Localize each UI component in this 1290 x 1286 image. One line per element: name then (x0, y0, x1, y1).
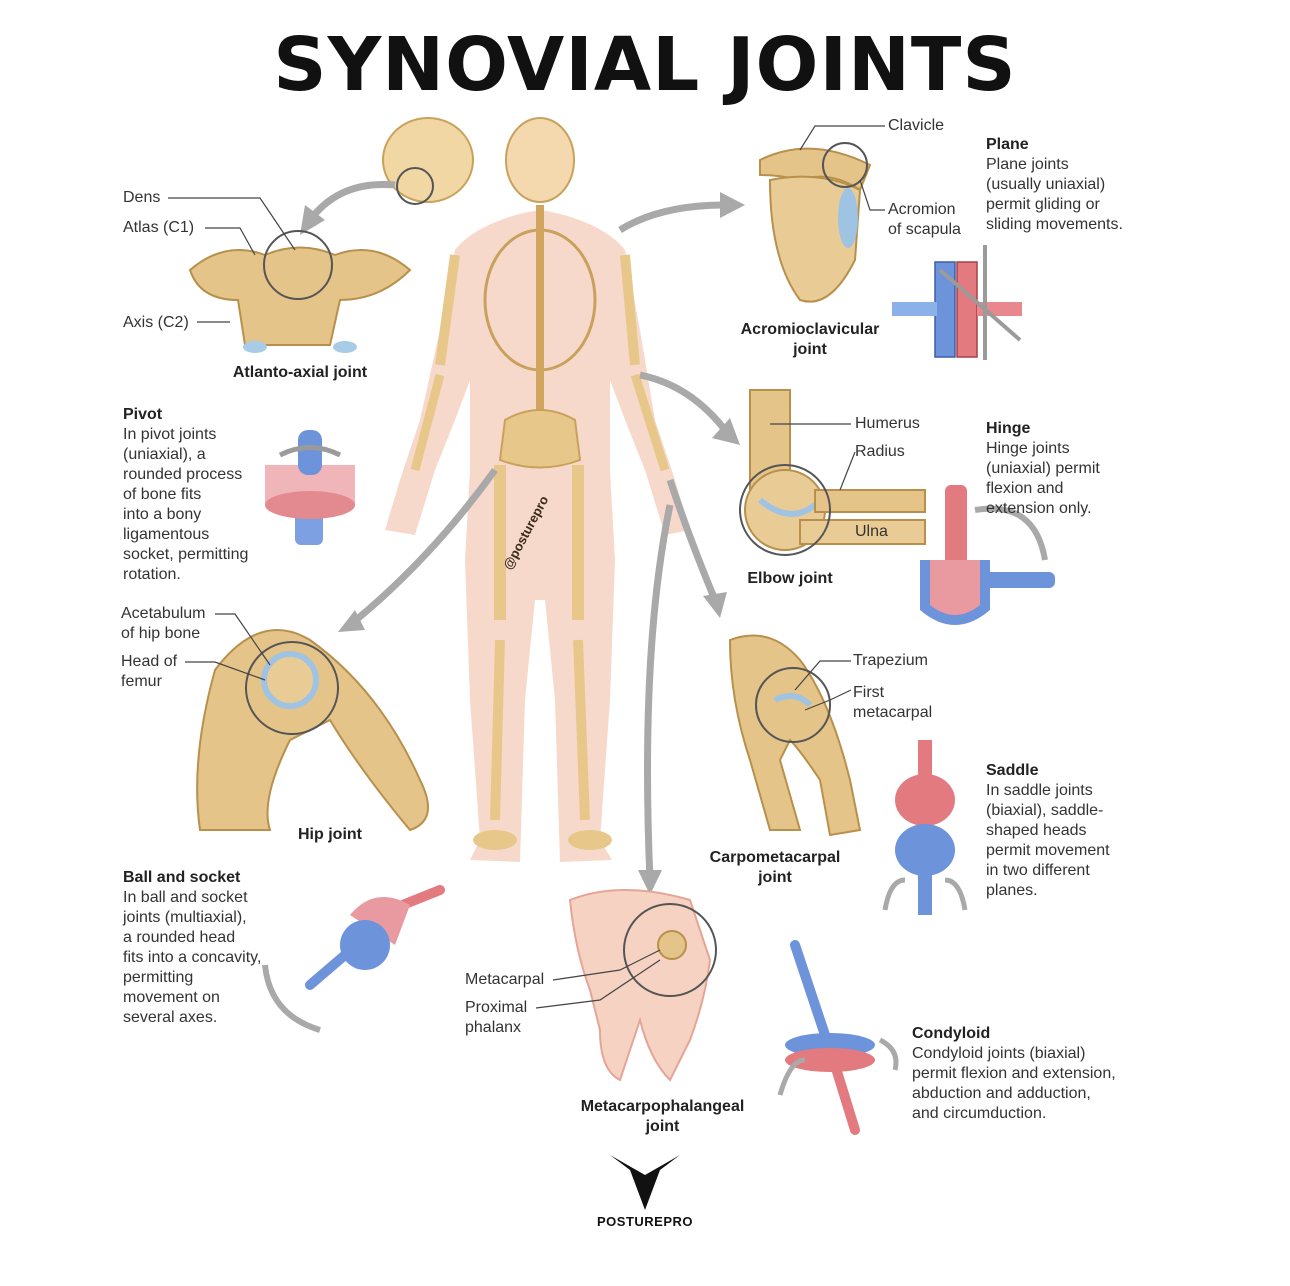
label-ulna: Ulna (855, 523, 888, 540)
description-ball-and-socket: Ball and socket In ball and socket joints… (123, 848, 261, 1028)
caption-acromioclavicular: Acromioclavicular joint (740, 321, 880, 358)
label-clavicle: Clavicle (888, 117, 945, 134)
label-axis: Axis (C2) (123, 314, 189, 331)
hand-illustration (568, 889, 717, 1082)
atlanto-axial-illustration (188, 230, 412, 353)
heading-hinge: Hinge (986, 420, 1031, 437)
text-saddle: In saddle joints (biaxial), saddle- shap… (986, 782, 1110, 899)
saddle-joint-model (882, 740, 968, 915)
hinge-joint-model (920, 485, 1055, 625)
heading-pivot: Pivot (123, 406, 163, 423)
caption-hip: Hip joint (298, 826, 362, 843)
text-ball-and-socket: In ball and socket joints (multiaxial), … (123, 889, 262, 1026)
skull-illustration (382, 117, 474, 205)
label-atlas: Atlas (C1) (123, 219, 195, 236)
heading-condyloid: Condyloid (912, 1025, 991, 1042)
connector-arrows (307, 180, 728, 881)
label-acetabulum: Acetabulum of hip bone (121, 605, 206, 642)
heading-plane: Plane (986, 136, 1029, 153)
label-first-metacarpal: First metacarpal (853, 684, 933, 721)
text-pivot: In pivot joints (uniaxial), a rounded pr… (123, 426, 249, 583)
label-metacarpal: Metacarpal (465, 971, 545, 988)
label-acromion: Acromion of scapula (888, 201, 961, 238)
ball-socket-joint-model (262, 885, 445, 1033)
label-trapezium: Trapezium (853, 652, 928, 669)
label-dens: Dens (123, 189, 161, 206)
label-head-of-femur: Head of femur (121, 653, 178, 690)
body-silhouette (385, 117, 690, 862)
description-pivot: Pivot In pivot joints (uniaxial), a round… (123, 385, 248, 585)
brand-name: POSTUREPRO (596, 1214, 693, 1229)
text-condyloid: Condyloid joints (biaxial) permit flexio… (912, 1045, 1116, 1122)
plane-joint-model (892, 245, 1022, 360)
heading-saddle: Saddle (986, 762, 1039, 779)
label-radius: Radius (855, 443, 905, 460)
label-humerus: Humerus (855, 415, 920, 432)
hip-illustration (196, 629, 429, 832)
carpometacarpal-illustration (728, 634, 862, 837)
label-proximal-phalanx: Proximal phalanx (465, 999, 528, 1036)
text-hinge: Hinge joints (uniaxial) permit flexion a… (986, 440, 1100, 517)
caption-metacarpophalangeal: Metacarpophalangeal joint (580, 1098, 745, 1135)
heading-ball-and-socket: Ball and socket (123, 869, 241, 886)
caption-carpometacarpal: Carpometacarpal joint (709, 849, 841, 886)
elbow-illustration (739, 389, 926, 556)
condyloid-joint-model (777, 940, 899, 1135)
pivot-joint-model (265, 430, 355, 545)
page-title: SYNOVIAL JOINTS (273, 22, 1017, 108)
caption-elbow: Elbow joint (747, 570, 833, 587)
text-plane: Plane joints (usually uniaxial) permit g… (986, 156, 1123, 233)
acromioclavicular-illustration (759, 142, 872, 303)
description-saddle: Saddle In saddle joints (biaxial), saddle… (986, 741, 1110, 901)
caption-atlanto-axial: Atlanto-axial joint (232, 364, 368, 381)
leader-lines (168, 125, 885, 1009)
posturepro-logo (610, 1155, 680, 1210)
connector-arrowheads (300, 192, 745, 895)
